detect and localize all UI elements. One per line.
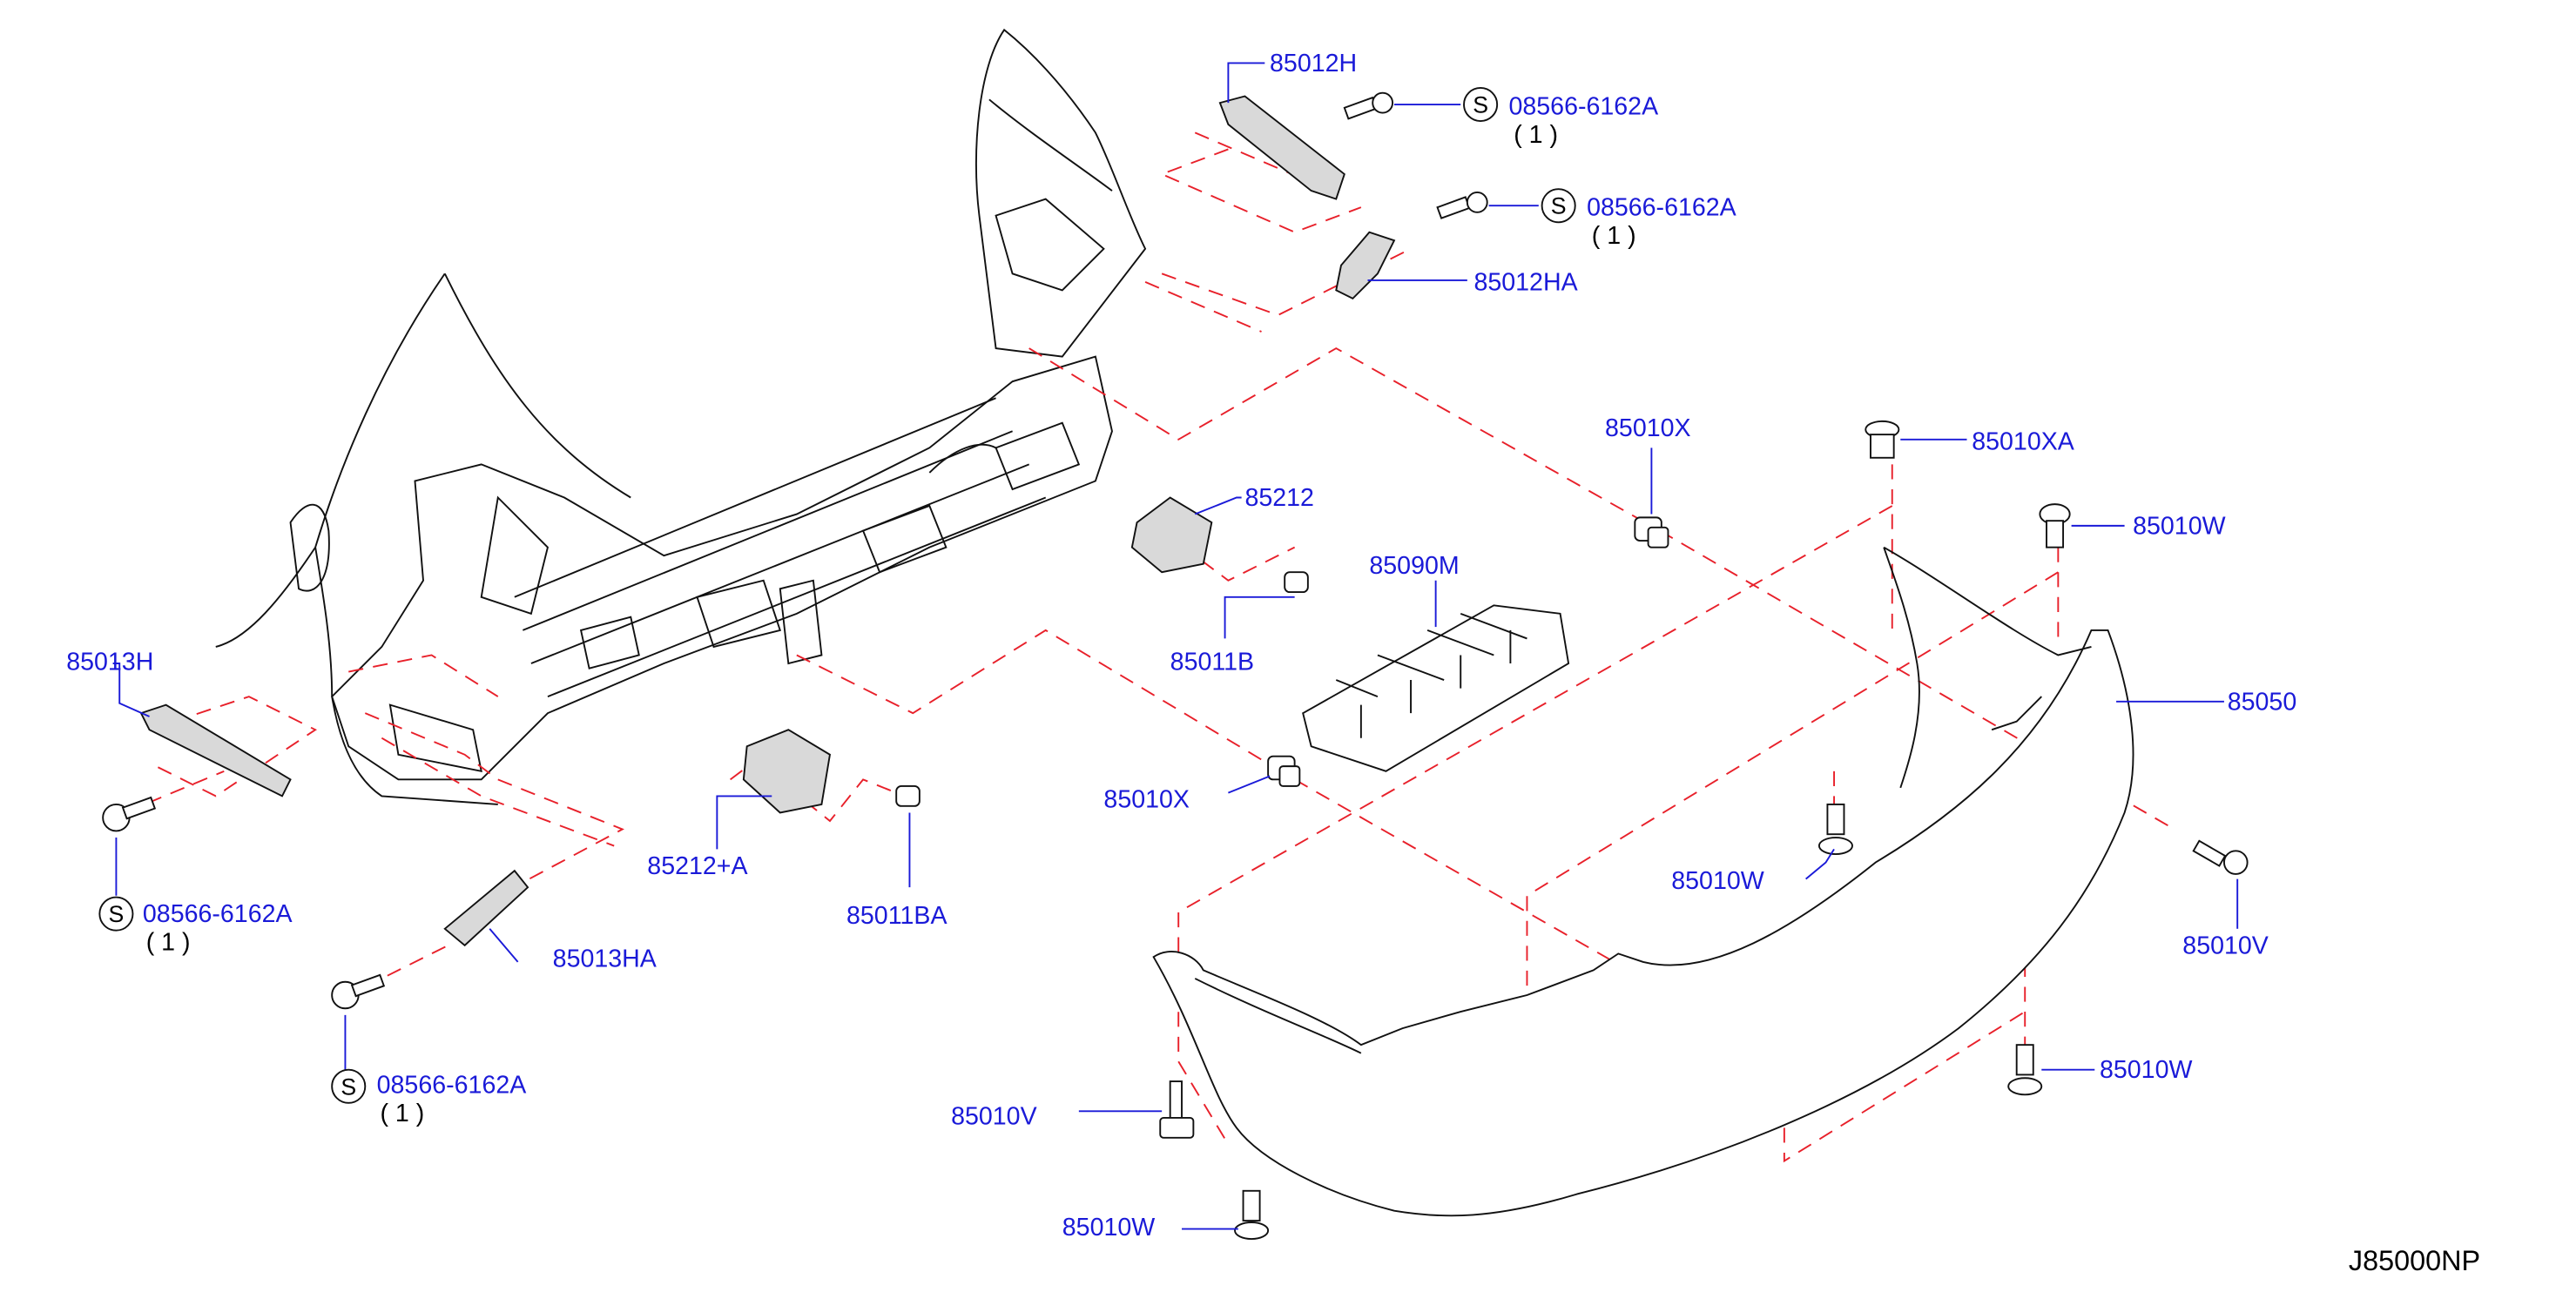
nut-85011BA [895, 785, 920, 807]
label-85010V-right: 85010V [2182, 932, 2269, 959]
bolt-08566-left-1 [102, 796, 157, 832]
vehicle-body-rear [215, 28, 1147, 805]
part-labels: 85012H 08566-6162A ( 1 ) 08566-6162A ( 1… [66, 50, 2480, 1276]
label-85010W-bottom: 85010W [1062, 1214, 1155, 1242]
label-85010W-right-bottom: 85010W [2100, 1056, 2192, 1084]
clip-85010W-right-top [2039, 503, 2071, 548]
s-symbol-left-1 [98, 896, 134, 932]
bracket-85013H [139, 703, 292, 797]
bolt-08566-left-2 [331, 973, 386, 1010]
bolt-08566-top-1 [1343, 91, 1394, 120]
label-screw-left-1: 08566-6162A [143, 900, 293, 928]
bracket-85012HA [1335, 231, 1396, 300]
label-85012HA: 85012HA [1473, 268, 1577, 296]
nut-85011B [1284, 571, 1309, 594]
label-85010W-center: 85010W [1671, 867, 1763, 895]
fasteners [102, 91, 2249, 1240]
s-letter-left-2: S [341, 1073, 356, 1100]
label-85010V-left: 85010V [951, 1103, 1037, 1131]
label-85010W-right-top: 85010W [2133, 512, 2225, 540]
bracket-85212A [742, 729, 832, 814]
label-85011B: 85011B [1170, 649, 1254, 676]
label-85012H: 85012H [1270, 50, 1357, 77]
s-letter-left-1: S [109, 901, 125, 927]
brackets [139, 95, 1396, 947]
label-screw-left-2: 08566-6162A [377, 1071, 527, 1099]
label-screw-top-1: 08566-6162A [1508, 92, 1658, 120]
clip-85010XA [1865, 420, 1900, 459]
bracket-85012H [1218, 95, 1345, 200]
bumper-fascia [1152, 546, 2134, 1217]
s-symbol-top-2 [1541, 188, 1576, 224]
leader-lines [112, 62, 2239, 1230]
label-85010X-top: 85010X [1605, 414, 1691, 442]
label-85010XA: 85010XA [1972, 427, 2074, 455]
label-85050: 85050 [2228, 688, 2297, 716]
label-85090M: 85090M [1369, 552, 1459, 580]
clip-85010X-mid [1267, 755, 1301, 787]
qty-screw-top-2: ( 1 ) [1592, 222, 1636, 250]
qty-screw-left-2: ( 1 ) [380, 1100, 424, 1127]
qty-screw-top-1: ( 1 ) [1514, 121, 1558, 149]
bolt-08566-top-2 [1436, 192, 1488, 219]
clip-85010W-right-bottom [2007, 1044, 2043, 1096]
s-symbol-left-2 [331, 1068, 367, 1104]
bolt-85010V-left [1159, 1080, 1195, 1139]
qty-screw-left-1: ( 1 ) [146, 929, 191, 957]
clip-85010X-top [1634, 516, 1669, 548]
s-symbol-top-1 [1463, 87, 1499, 123]
diagram-code: J85000NP [2349, 1245, 2480, 1276]
label-85011BA: 85011BA [846, 902, 947, 930]
bolt-85010V-right [2192, 839, 2249, 875]
label-screw-top-2: 08566-6162A [1587, 194, 1736, 222]
s-letter-top-1: S [1473, 92, 1488, 118]
label-85010X-mid: 85010X [1103, 786, 1190, 814]
bracket-85013HA [443, 869, 529, 947]
screw-symbols: S S S S [98, 87, 1576, 1104]
energy-absorber [1302, 604, 1570, 772]
label-85212A: 85212+A [647, 852, 747, 880]
bracket-85212 [1130, 496, 1213, 574]
s-letter-top-2: S [1551, 193, 1567, 219]
label-85013H: 85013H [66, 649, 153, 676]
label-85013HA: 85013HA [553, 945, 657, 973]
clip-85010W-bottom [1234, 1189, 1270, 1240]
clip-85010W-center [1817, 803, 1853, 856]
label-85212: 85212 [1244, 484, 1314, 512]
